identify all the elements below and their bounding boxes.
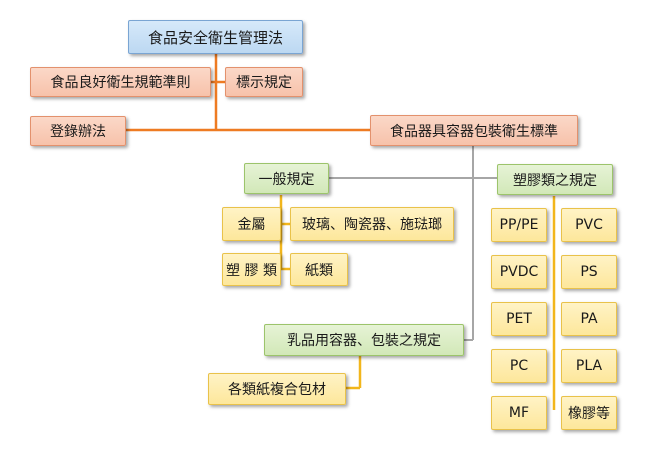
plastic-item-label: PS	[580, 264, 598, 280]
plastic-item-rubber: 橡膠等	[561, 396, 617, 430]
law-title: 食品安全衛生管理法	[147, 28, 283, 47]
plastic-item-mf: MF	[491, 396, 547, 430]
main-connectors	[126, 53, 370, 132]
plastic-item-pp-pe: PP/PE	[491, 208, 547, 242]
plastic-item-label: PC	[509, 358, 529, 374]
plastic-item-label: PLA	[575, 358, 603, 374]
gmp-label: 食品良好衛生規範準則	[50, 75, 191, 91]
plastic-item-label: MF	[508, 405, 530, 421]
general-rules-label: 一般規定	[258, 171, 315, 188]
plastic-item-pla: PLA	[561, 349, 617, 383]
general-item-metal: 金屬	[222, 207, 281, 241]
general-item-plastic: 塑 膠 類	[222, 253, 281, 286]
plastic-rules-box: 塑膠類之規定	[497, 164, 613, 195]
plastic-item-pvdc: PVDC	[491, 255, 547, 289]
gmp-box: 食品良好衛生規範準則	[30, 67, 211, 97]
plastic-item-pet: PET	[491, 302, 547, 336]
general-rules-box: 一般規定	[244, 163, 329, 194]
packaging-standard-label: 食品器具容器包裝衛生標準	[390, 123, 558, 140]
plastic-item-pc: PC	[491, 349, 547, 383]
general-item-label: 金屬	[237, 217, 266, 233]
general-item-label: 塑 膠 類	[226, 262, 277, 279]
labeling-box: 標示規定	[225, 67, 303, 97]
plastic-item-label: PET	[506, 311, 532, 327]
labeling-label: 標示規定	[236, 75, 292, 91]
dairy-item-label: 各類紙複合包材	[228, 382, 326, 398]
registration-box: 登錄辦法	[30, 116, 126, 146]
plastic-item-label: 橡膠等	[568, 406, 610, 422]
item-connectors	[279, 195, 556, 410]
plastic-rules-label: 塑膠類之規定	[513, 172, 597, 189]
dairy-item-paper-composite: 各類紙複合包材	[208, 373, 346, 405]
general-item-label: 玻璃、陶瓷器、施琺瑯	[302, 217, 442, 233]
law-title-box: 食品安全衛生管理法	[128, 20, 303, 54]
general-item-paper: 紙類	[290, 253, 348, 286]
plastic-item-label: PA	[580, 311, 598, 327]
plastic-item-pvc: PVC	[561, 208, 617, 242]
plastic-item-ps: PS	[561, 255, 617, 289]
general-item-label: 紙類	[305, 262, 333, 279]
plastic-item-label: PP/PE	[499, 217, 539, 233]
plastic-item-pa: PA	[561, 302, 617, 336]
dairy-rules-box: 乳品用容器、包裝之規定	[264, 324, 464, 356]
branch-connectors	[329, 146, 497, 341]
plastic-item-label: PVC	[575, 217, 603, 233]
general-item-glass-ceramic: 玻璃、陶瓷器、施琺瑯	[290, 207, 454, 241]
registration-label: 登錄辦法	[50, 124, 106, 140]
dairy-rules-label: 乳品用容器、包裝之規定	[287, 333, 441, 349]
packaging-standard-box: 食品器具容器包裝衛生標準	[370, 115, 578, 146]
plastic-item-label: PVDC	[499, 264, 539, 280]
